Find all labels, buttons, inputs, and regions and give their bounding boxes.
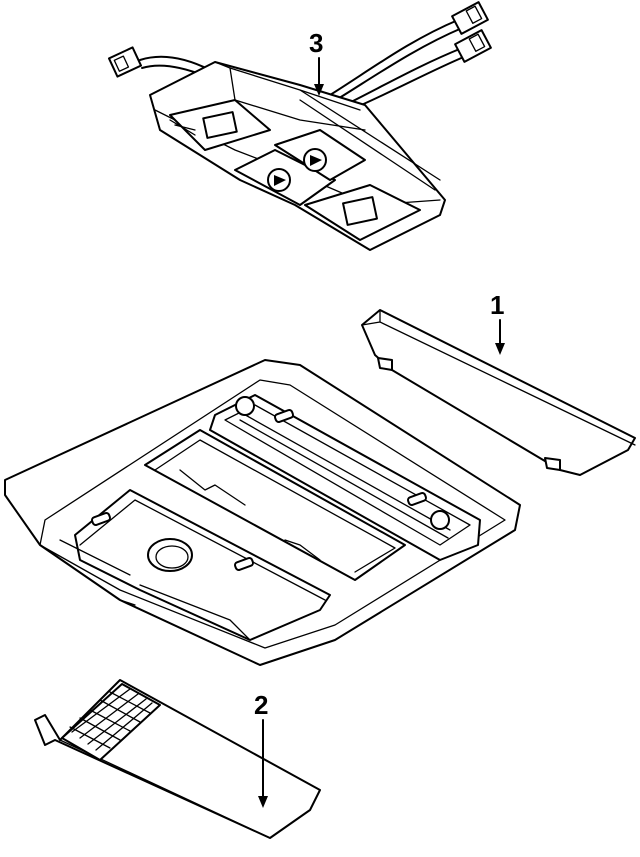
callout-2-label: 2: [254, 690, 268, 720]
callout-1: 1: [490, 290, 505, 355]
connector-right-lower-icon: [454, 29, 492, 63]
part-1-lens-cover[interactable]: [361, 309, 636, 476]
connector-right-upper-icon: [451, 1, 489, 35]
part-2-lens[interactable]: [34, 679, 321, 839]
connector-left-icon: [107, 46, 143, 78]
callout-3-label: 3: [309, 28, 323, 58]
part-3-switch-module[interactable]: [107, 1, 492, 251]
callout-1-label: 1: [490, 290, 504, 320]
callout-3: 3: [309, 28, 324, 96]
lens-texture: [61, 683, 161, 761]
callout-2: 2: [254, 690, 268, 808]
overhead-console-housing[interactable]: [4, 359, 521, 666]
